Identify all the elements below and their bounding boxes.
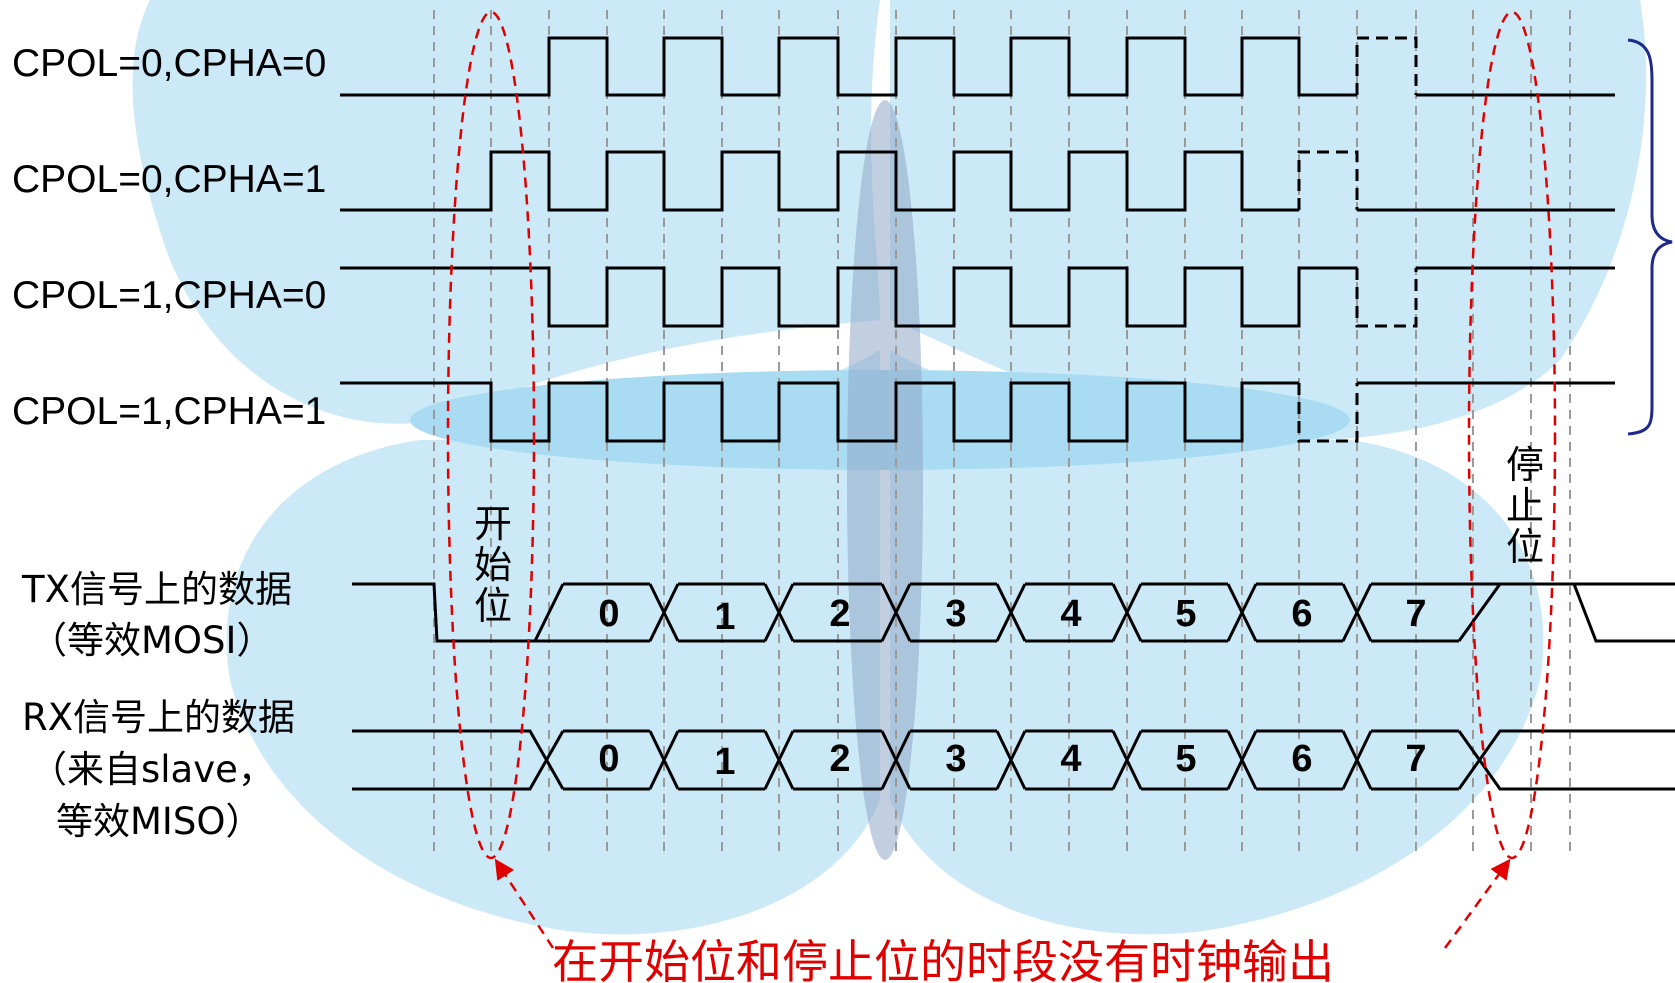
tx-stop-segment — [1457, 582, 1675, 643]
rx-bit-label: 0 — [598, 738, 619, 780]
tx-bit-label: 5 — [1175, 593, 1196, 635]
rx-stop-segment — [1457, 729, 1675, 791]
clock-mode-label: CPOL=1,CPHA=0 — [12, 274, 326, 317]
tx-bit-label: 4 — [1060, 593, 1081, 635]
clock-mode-label: CPOL=1,CPHA=1 — [12, 390, 326, 433]
stop-bit-char: 止 — [1506, 484, 1544, 528]
tx-bit-label: 1 — [714, 596, 735, 638]
stop-bit-char: 位 — [1506, 525, 1544, 569]
clock-wave — [340, 381, 1299, 443]
tx-bit-label: 7 — [1405, 593, 1426, 635]
rx-bit-label: 3 — [945, 738, 966, 780]
stop-bit-label: 停 止 位 — [1506, 443, 1544, 569]
butterfly-background — [132, 0, 1647, 935]
start-bit-char: 开 — [474, 502, 512, 546]
rx-bit-label: 5 — [1175, 738, 1196, 780]
clock-waveforms — [340, 36, 1615, 443]
stop-bit-char: 停 — [1506, 443, 1544, 487]
clock-mode-label: CPOL=0,CPHA=1 — [12, 158, 326, 201]
rx-start-segment — [352, 729, 565, 791]
rx-label-sub: （来自slave， — [30, 748, 275, 791]
tx-bit-label: 0 — [598, 593, 619, 635]
tx-start-segment — [352, 582, 565, 643]
butterfly-body — [847, 100, 923, 860]
start-bit-char: 始 — [474, 543, 512, 587]
butterfly-upper-left-wing — [132, 0, 881, 424]
clock-wave-dashed — [1297, 383, 1359, 443]
mode-group-brace — [1627, 38, 1673, 436]
rx-label: RX信号上的数据 — [22, 696, 295, 739]
clock-wave — [340, 150, 1299, 212]
start-period-highlight — [446, 10, 536, 860]
data-bus-cells — [563, 729, 1459, 791]
stop-period-highlight — [1467, 10, 1557, 860]
tx-label: TX信号上的数据 — [21, 568, 292, 611]
butterfly-upper-right-wing — [890, 0, 1647, 440]
bottom-note: 在开始位和停止位的时段没有时钟输出 — [552, 935, 1334, 983]
rx-bit-label: 2 — [829, 738, 850, 780]
rx-data-waveform — [352, 729, 1675, 791]
rx-bit-label: 7 — [1405, 738, 1426, 780]
start-bit-char: 位 — [474, 584, 512, 628]
tx-data-waveform — [352, 582, 1675, 643]
clock-wave — [340, 36, 1357, 97]
annotation-arrow-left — [494, 858, 555, 949]
clock-wave — [340, 266, 1357, 328]
rx-label-sub2: 等效MISO） — [56, 800, 262, 843]
tx-bit-labels: 0 1 2 3 4 5 6 7 — [598, 593, 1426, 638]
tx-bit-label: 2 — [829, 593, 850, 635]
clock-wave-dashed — [1297, 150, 1359, 210]
rx-bit-label: 6 — [1291, 738, 1312, 780]
tx-bit-label: 3 — [945, 593, 966, 635]
tx-label-sub: （等效MOSI） — [30, 619, 273, 662]
data-bus-cells — [563, 582, 1459, 643]
annotation-arrow-right — [1443, 858, 1511, 949]
rx-bit-label: 1 — [714, 741, 735, 783]
clock-wave-dashed — [1355, 268, 1418, 328]
start-bit-label: 开 始 位 — [474, 502, 512, 628]
clock-mode-label: CPOL=0,CPHA=0 — [12, 42, 326, 85]
rx-bit-label: 4 — [1060, 738, 1081, 780]
rx-bit-labels: 0 1 2 3 4 5 6 7 — [598, 738, 1426, 783]
clock-wave-dashed — [1355, 36, 1418, 95]
clock-mode-labels: CPOL=0,CPHA=0 CPOL=0,CPHA=1 CPOL=1,CPHA=… — [12, 42, 326, 433]
tx-bit-label: 6 — [1291, 593, 1312, 635]
